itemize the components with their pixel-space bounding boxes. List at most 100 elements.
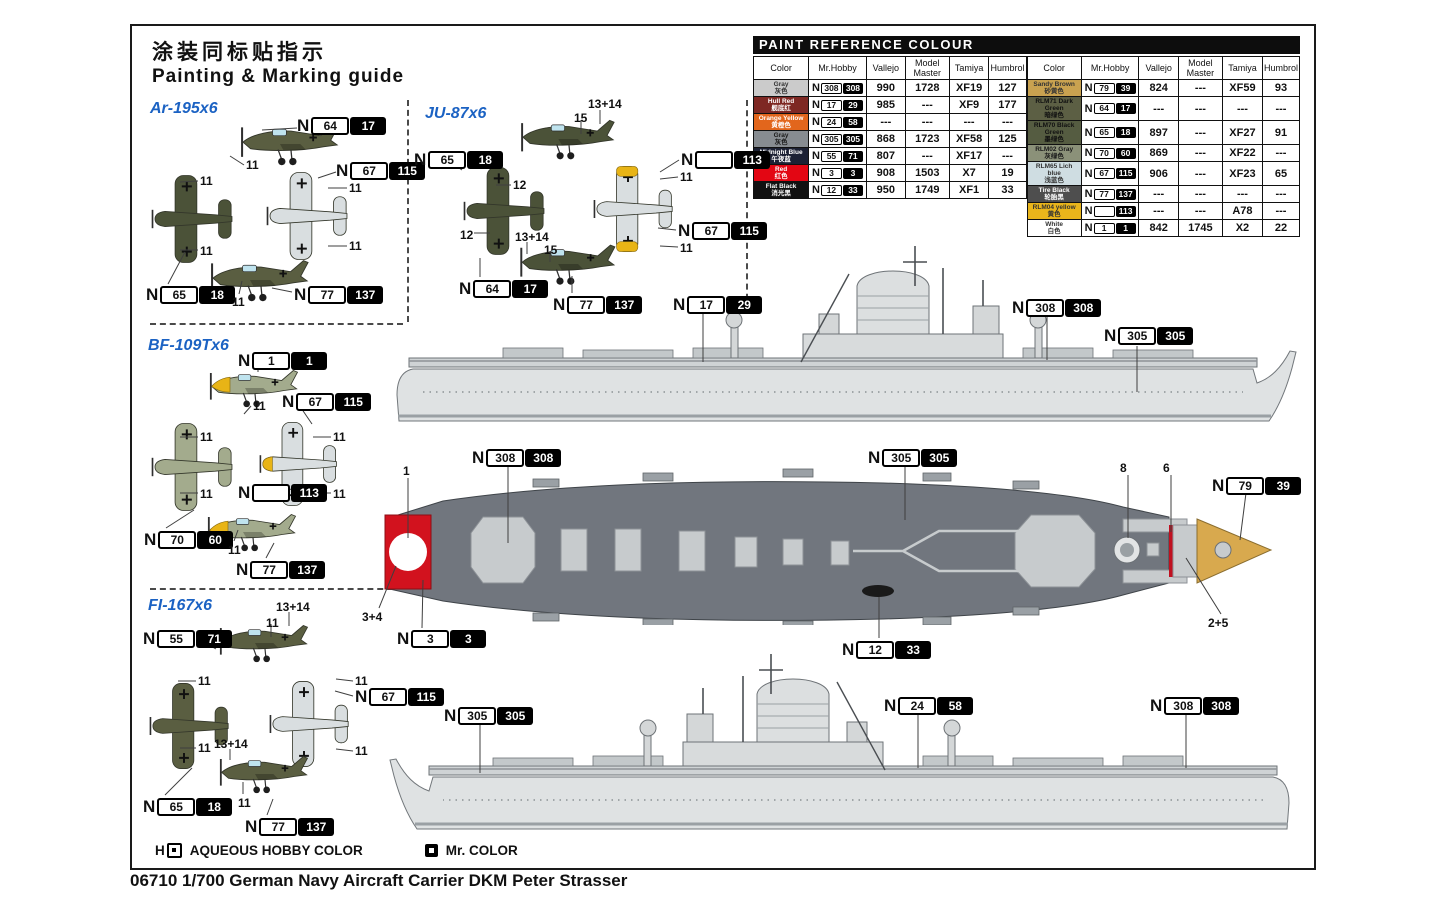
aqueous-number-box: 65 [428, 151, 467, 169]
part-number-label: 8 [1120, 461, 1127, 475]
aqueous-number-box: 65 [160, 286, 199, 304]
mrcolor-number-box: 308 [842, 82, 863, 94]
mrcolor-number-box: 137 [298, 818, 335, 836]
callout-prefix: N [355, 687, 368, 706]
paint-color-name: Gray [773, 132, 789, 139]
part-number-label: 3+4 [362, 610, 383, 624]
callout-prefix: N [811, 184, 820, 196]
paint-color-name-cn: 灰色 [774, 88, 788, 95]
mrcolor-number-box: 137 [606, 296, 643, 314]
aqueous-number-box: 17 [687, 296, 726, 314]
aqueous-number-box: 3 [820, 167, 842, 179]
callout-prefix: N [553, 295, 566, 314]
humbrol-cell: --- [1261, 185, 1301, 203]
fi167-side-view-bottom [215, 750, 315, 798]
section-label-bf109: BF-109Tx6 [148, 337, 229, 354]
vallejo-cell: 897 [1138, 120, 1179, 145]
part-number-label: 11 [228, 543, 241, 557]
mrcolor-number-box: 305 [497, 707, 534, 725]
part-number-label: 13+14 [276, 600, 310, 614]
paint-table-header: Mr.Hobby [1080, 56, 1140, 80]
paint-color-name: Flat Black [765, 183, 797, 190]
model-master-cell: --- [1177, 202, 1223, 220]
mrcolor-number-box: 39 [1265, 477, 1302, 495]
callout-prefix: N [1084, 126, 1093, 139]
mrcolor-number-box: 115 [1115, 168, 1136, 179]
callout-prefix: N [414, 150, 427, 169]
part-number-label: 11 [253, 399, 266, 413]
paint-color-name-cn: 灰绿色 [1044, 153, 1064, 160]
paint-color-name-cn: 消光黑 [771, 190, 791, 197]
mrcolor-number-box: 137 [289, 561, 326, 579]
paint-color-name: Hull Red [767, 98, 795, 105]
vallejo-cell: 985 [865, 96, 906, 114]
aqueous-number-box: 67 [1093, 168, 1115, 179]
mrcolor-number-box: 33 [842, 184, 863, 196]
model-master-cell: --- [1177, 79, 1223, 97]
kit-caption: 06710 1/700 German Navy Aircraft Carrier… [130, 871, 628, 890]
bf109-bottom-view [258, 415, 346, 513]
paint-table-header: Vallejo [865, 56, 906, 80]
humbrol-cell: 125 [988, 130, 1027, 148]
mrcolor-label: Mr. COLOR [445, 843, 518, 858]
callout-prefix: N [1084, 188, 1093, 200]
tamiya-cell: XF17 [948, 147, 990, 165]
model-master-cell: --- [1177, 161, 1223, 186]
callout-prefix: N [1084, 82, 1093, 94]
mrcolor-number-box: 1 [291, 352, 328, 370]
model-master-cell: --- [1177, 120, 1223, 145]
aqueous-number-box: 308 [820, 82, 842, 94]
aqueous-number-box: 67 [350, 162, 389, 180]
model-master-cell: --- [904, 96, 950, 114]
aqueous-number-box: 305 [1118, 327, 1157, 345]
paint-table-header: Tamiya [1221, 56, 1263, 80]
mrcolor-number-box: 115 [408, 688, 445, 706]
vallejo-cell: --- [1138, 185, 1179, 203]
aqueous-number-box: 79 [1093, 82, 1115, 94]
aqueous-number-box: 64 [473, 280, 512, 298]
mrcolor-number-box: 17 [512, 280, 549, 298]
humbrol-cell: 33 [988, 181, 1027, 199]
part-number-label: 11 [680, 170, 693, 184]
sheet-border-frame [130, 24, 1316, 870]
part-number-label: 2+5 [1208, 616, 1229, 630]
ar195-top-view [150, 168, 242, 270]
tamiya-cell: A78 [1221, 202, 1263, 220]
aqueous-prefix: H [155, 843, 165, 858]
model-master-cell: --- [904, 147, 950, 165]
callout-prefix: N [842, 640, 855, 659]
part-number-label: 12 [513, 178, 527, 192]
aqueous-number-box: 308 [1164, 697, 1203, 715]
callout-prefix: N [681, 150, 694, 169]
paint-color-name-cn: 墨绿色 [1044, 136, 1064, 143]
humbrol-cell: --- [1261, 96, 1301, 121]
aqueous-number-box: 67 [369, 688, 408, 706]
vallejo-cell: 906 [1138, 161, 1179, 186]
model-master-cell: 1745 [1177, 219, 1223, 237]
paint-color-name: RLM65 Lich blue [1035, 163, 1073, 177]
aqueous-number-box: 77 [567, 296, 606, 314]
mrcolor-number-box: 29 [726, 296, 763, 314]
section-divider-horizontal-1 [150, 323, 403, 325]
